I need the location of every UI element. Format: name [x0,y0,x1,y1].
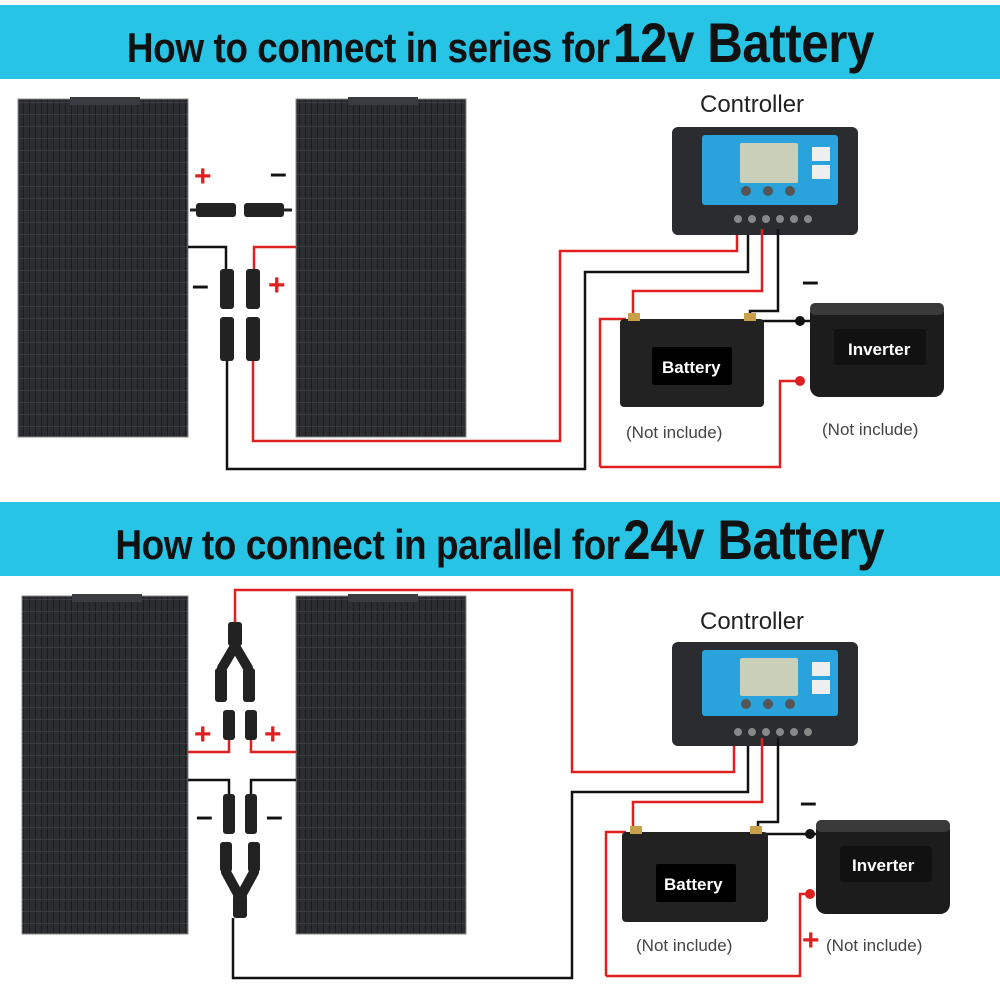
inverter-label: Inverter [848,340,911,359]
inverter-box [805,820,950,914]
plus-sign-left: + [194,718,212,751]
mc4-connector-positive-pair [223,710,257,740]
controller-label: Controller [700,91,805,118]
plus-sign-inverter: + [802,924,820,957]
series-title: How to connect in series for 12v Battery [126,10,874,74]
plus-sign-right: + [268,269,286,302]
battery-label: Battery [664,875,723,894]
mc4-connector-negative-pair [223,794,257,834]
parallel-title-banner: How to connect in parallel for 24v Batte… [0,502,1000,576]
controller-label: Controller [700,608,805,635]
battery-label: Battery [662,358,721,377]
minus-sign-left: – [196,800,213,833]
y-branch-connector-negative [220,842,260,918]
plus-sign-right: + [264,718,282,751]
minus-sign-inverter: – [802,265,819,298]
y-branch-connector-positive [215,622,255,702]
battery-box [620,313,764,407]
parallel-wiring-svg [21,588,950,980]
minus-sign-inverter: – [800,786,817,819]
series-wiring-svg [17,97,944,471]
battery-box [622,826,768,922]
minus-sign-top: – [270,157,287,190]
plus-sign-top: + [194,160,212,193]
solar-panel-left [21,595,189,935]
minus-sign-right: – [266,800,283,833]
battery-note: (Not include) [626,423,723,442]
battery-note: (Not include) [636,936,733,955]
mc4-connector-left [220,269,234,361]
charge-controller [672,127,858,235]
inverter-box [795,303,944,397]
solar-panel-right [295,595,467,935]
charge-controller [672,642,858,746]
minus-sign-left: – [192,269,209,302]
inverter-note: (Not include) [826,936,923,955]
series-diagram: Controller Battery Inverter (Not include… [0,79,1000,506]
mc4-connector-right [246,269,260,361]
solar-panel-right [295,98,467,438]
solar-panel-left [17,98,189,438]
inverter-note: (Not include) [822,420,919,439]
parallel-diagram: Controller Battery Inverter (Not include… [0,576,1000,1003]
mc4-connector-pair-top [190,203,292,217]
inverter-label: Inverter [852,856,915,875]
series-title-banner: How to connect in series for 12v Battery [0,5,1000,79]
parallel-title: How to connect in parallel for 24v Batte… [115,507,885,571]
